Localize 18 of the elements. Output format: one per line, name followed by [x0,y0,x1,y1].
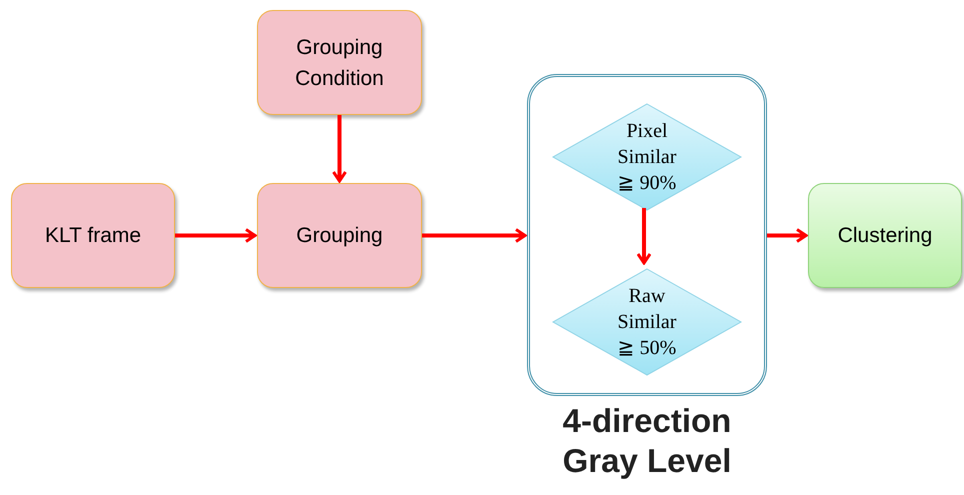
box-label: Grouping [295,223,384,249]
decision-diamond [552,268,742,376]
process-box [257,10,422,115]
decision-diamond [552,103,742,211]
box-label: KLT frame [44,223,142,249]
box-label: Clustering [836,223,934,249]
arrow [767,228,808,243]
diamond-label: Pixel Similar ≧ 90% [616,119,678,196]
arrow [636,208,652,264]
process-box [257,183,422,288]
arrow [175,228,256,243]
arrow [422,228,526,243]
box-label: Grouping Condition [294,34,385,92]
arrow [332,115,347,182]
process-box [11,183,175,288]
diamond-label: Raw Similar ≧ 50% [616,284,678,361]
process-box [808,183,962,288]
group-heading: 4-direction Gray Level [562,401,732,481]
